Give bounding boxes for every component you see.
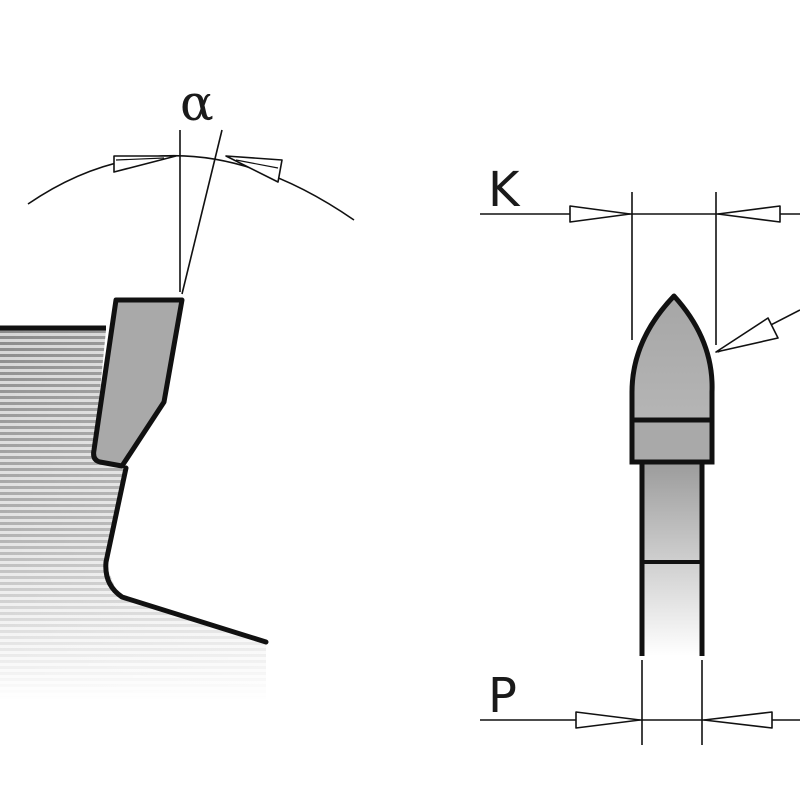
p-label: P bbox=[488, 668, 517, 724]
tooth-band bbox=[629, 417, 715, 465]
k-label: K bbox=[488, 162, 521, 218]
k-arrow-right bbox=[717, 205, 781, 223]
alpha-arrow-right bbox=[225, 155, 283, 183]
tooth-tip bbox=[629, 293, 715, 423]
alpha-label: α bbox=[180, 74, 214, 132]
gullet-edge bbox=[103, 465, 269, 645]
k-arrow-left bbox=[569, 205, 631, 223]
alpha-face-reference bbox=[181, 129, 223, 295]
front-view: K P bbox=[480, 162, 800, 745]
side-view: α bbox=[0, 74, 355, 700]
blade-plate bbox=[642, 460, 702, 656]
alpha-arrow-left bbox=[113, 155, 177, 173]
blade-body bbox=[0, 330, 266, 700]
carbide-tooth bbox=[91, 297, 185, 469]
p-arrow-right bbox=[703, 711, 773, 729]
alpha-arc bbox=[27, 154, 355, 221]
p-arrow-left bbox=[575, 711, 641, 729]
tip-leader-arrow bbox=[715, 317, 779, 353]
